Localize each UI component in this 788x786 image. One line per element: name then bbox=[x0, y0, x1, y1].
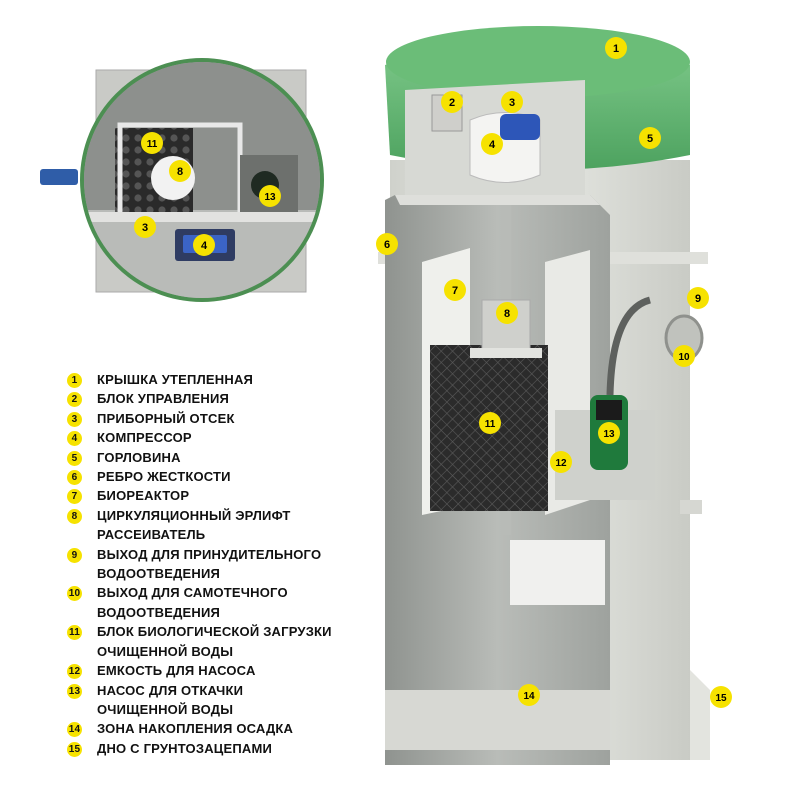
legend-label: БЛОК УПРАВЛЕНИЯ bbox=[97, 391, 230, 407]
legend-number-badge: 12 bbox=[67, 664, 82, 680]
legend-item: 9 ВЫХОД ДЛЯ ПРИНУДИТЕЛЬНОГО ВОДООТВЕДЕНИЯ bbox=[67, 545, 332, 584]
legend-item: 6 РЕБРО ЖЕСТКОСТИ bbox=[67, 467, 332, 486]
legend-item: 3 ПРИБОРНЫЙ ОТСЕК bbox=[67, 409, 332, 428]
legend-number-badge: 4 bbox=[67, 431, 82, 447]
legend-label: ЗОНА НАКОПЛЕНИЯ ОСАДКА bbox=[97, 721, 294, 737]
callout-12: 12 bbox=[555, 458, 567, 469]
callout-4: 4 bbox=[489, 139, 496, 151]
callout-3: 3 bbox=[509, 97, 515, 109]
inset-callout-11: 11 bbox=[147, 139, 158, 150]
legend-item: 10 ВЫХОД ДЛЯ САМОТЕЧНОГО ВОДООТВЕДЕНИЯ bbox=[67, 583, 332, 622]
callout-14: 14 bbox=[523, 691, 535, 702]
legend-number-badge: 1 bbox=[67, 373, 82, 388]
callout-2: 2 bbox=[449, 97, 455, 109]
legend-label: ПРИБОРНЫЙ ОТСЕК bbox=[97, 410, 235, 426]
legend-number-badge: 3 bbox=[67, 411, 82, 427]
legend-label: ВЫХОД ДЛЯ ПРИНУДИТЕЛЬНОГО ВОДООТВЕДЕНИЯ bbox=[97, 546, 322, 582]
inset-callout-4: 4 bbox=[201, 240, 208, 252]
legend-number-badge: 11 bbox=[67, 625, 82, 641]
legend-item: 4 КОМПРЕССОР bbox=[67, 428, 332, 447]
callout-6: 6 bbox=[384, 239, 390, 251]
inset-outlet-pipe bbox=[40, 169, 78, 185]
legend-item: 14 ЗОНА НАКОПЛЕНИЯ ОСАДКА bbox=[67, 719, 332, 738]
legend-number-badge: 14 bbox=[67, 722, 82, 738]
callouts: 1 2 3 4 5 6 7 8 9 10 11 12 13 14 15 11 8… bbox=[134, 37, 732, 708]
legend-number-badge: 2 bbox=[67, 392, 82, 408]
legend-number-badge: 8 bbox=[67, 508, 82, 524]
legend-item: 8 ЦИРКУЛЯЦИОННЫЙ ЭРЛИФТ РАССЕИВАТЕЛЬ bbox=[67, 506, 332, 545]
legend-label: ГОРЛОВИНА bbox=[97, 449, 181, 465]
legend-label: ЦИРКУЛЯЦИОННЫЙ ЭРЛИФТ РАССЕИВАТЕЛЬ bbox=[97, 507, 291, 543]
callout-7: 7 bbox=[452, 285, 458, 297]
legend-label: ВЫХОД ДЛЯ САМОТЕЧНОГО ВОДООТВЕДЕНИЯ bbox=[97, 585, 288, 620]
inset-callout-3: 3 bbox=[142, 222, 148, 234]
legend-number-badge: 15 bbox=[67, 741, 82, 757]
legend-item: 2 БЛОК УПРАВЛЕНИЯ bbox=[67, 389, 332, 408]
legend-label: КРЫШКА УТЕПЛЕННАЯ bbox=[97, 372, 254, 387]
callout-13: 13 bbox=[603, 429, 615, 440]
callout-11: 11 bbox=[485, 419, 496, 430]
legend-item: 13 НАСОС ДЛЯ ОТКАЧКИ ОЧИЩЕННОЙ ВОДЫ bbox=[67, 681, 332, 720]
legend-label: БИОРЕАКТОР bbox=[97, 488, 190, 504]
legend-label: РЕБРО ЖЕСТКОСТИ bbox=[97, 469, 231, 485]
legend-number-badge: 5 bbox=[67, 450, 82, 466]
legend-number-badge: 10 bbox=[67, 586, 82, 602]
callout-1: 1 bbox=[613, 43, 619, 55]
legend-label: ДНО С ГРУНТОЗАЦЕПАМИ bbox=[97, 740, 273, 756]
legend-label: КОМПРЕССОР bbox=[97, 430, 192, 446]
callout-5: 5 bbox=[647, 133, 653, 145]
callout-10: 10 bbox=[678, 352, 690, 363]
callout-9: 9 bbox=[695, 293, 701, 305]
callout-8: 8 bbox=[504, 308, 510, 320]
legend-number-badge: 9 bbox=[67, 547, 82, 563]
legend-label: БЛОК БИОЛОГИЧЕСКОЙ ЗАГРУЗКИ ОЧИЩЕННОЙ ВО… bbox=[97, 624, 332, 659]
inset-callout-13: 13 bbox=[264, 192, 276, 203]
legend-item: 15 ДНО С ГРУНТОЗАЦЕПАМИ bbox=[67, 739, 332, 758]
legend-item: 5 ГОРЛОВИНА bbox=[67, 448, 332, 467]
legend-label: ЕМКОСТЬ ДЛЯ НАСОСА bbox=[97, 663, 256, 679]
legend-item: 11 БЛОК БИОЛОГИЧЕСКОЙ ЗАГРУЗКИ ОЧИЩЕННОЙ … bbox=[67, 622, 332, 661]
legend-number-badge: 13 bbox=[67, 683, 82, 699]
legend-number-badge: 7 bbox=[67, 489, 82, 505]
callout-15: 15 bbox=[715, 693, 727, 704]
inset-callout-8: 8 bbox=[177, 166, 183, 178]
top-view-inset bbox=[40, 58, 324, 302]
legend-item: 1 КРЫШКА УТЕПЛЕННАЯ bbox=[67, 370, 332, 389]
legend: 1 КРЫШКА УТЕПЛЕННАЯ 2 БЛОК УПРАВЛЕНИЯ 3 ПРИБО… bbox=[67, 370, 332, 758]
legend-item: 7 БИОРЕАКТОР bbox=[67, 486, 332, 505]
forced-outlet-hose bbox=[606, 296, 652, 396]
legend-number-badge: 6 bbox=[67, 470, 82, 486]
legend-item: 12 ЕМКОСТЬ ДЛЯ НАСОСА bbox=[67, 661, 332, 680]
legend-label: НАСОС ДЛЯ ОТКАЧКИ ОЧИЩЕННОЙ ВОДЫ bbox=[97, 682, 244, 717]
